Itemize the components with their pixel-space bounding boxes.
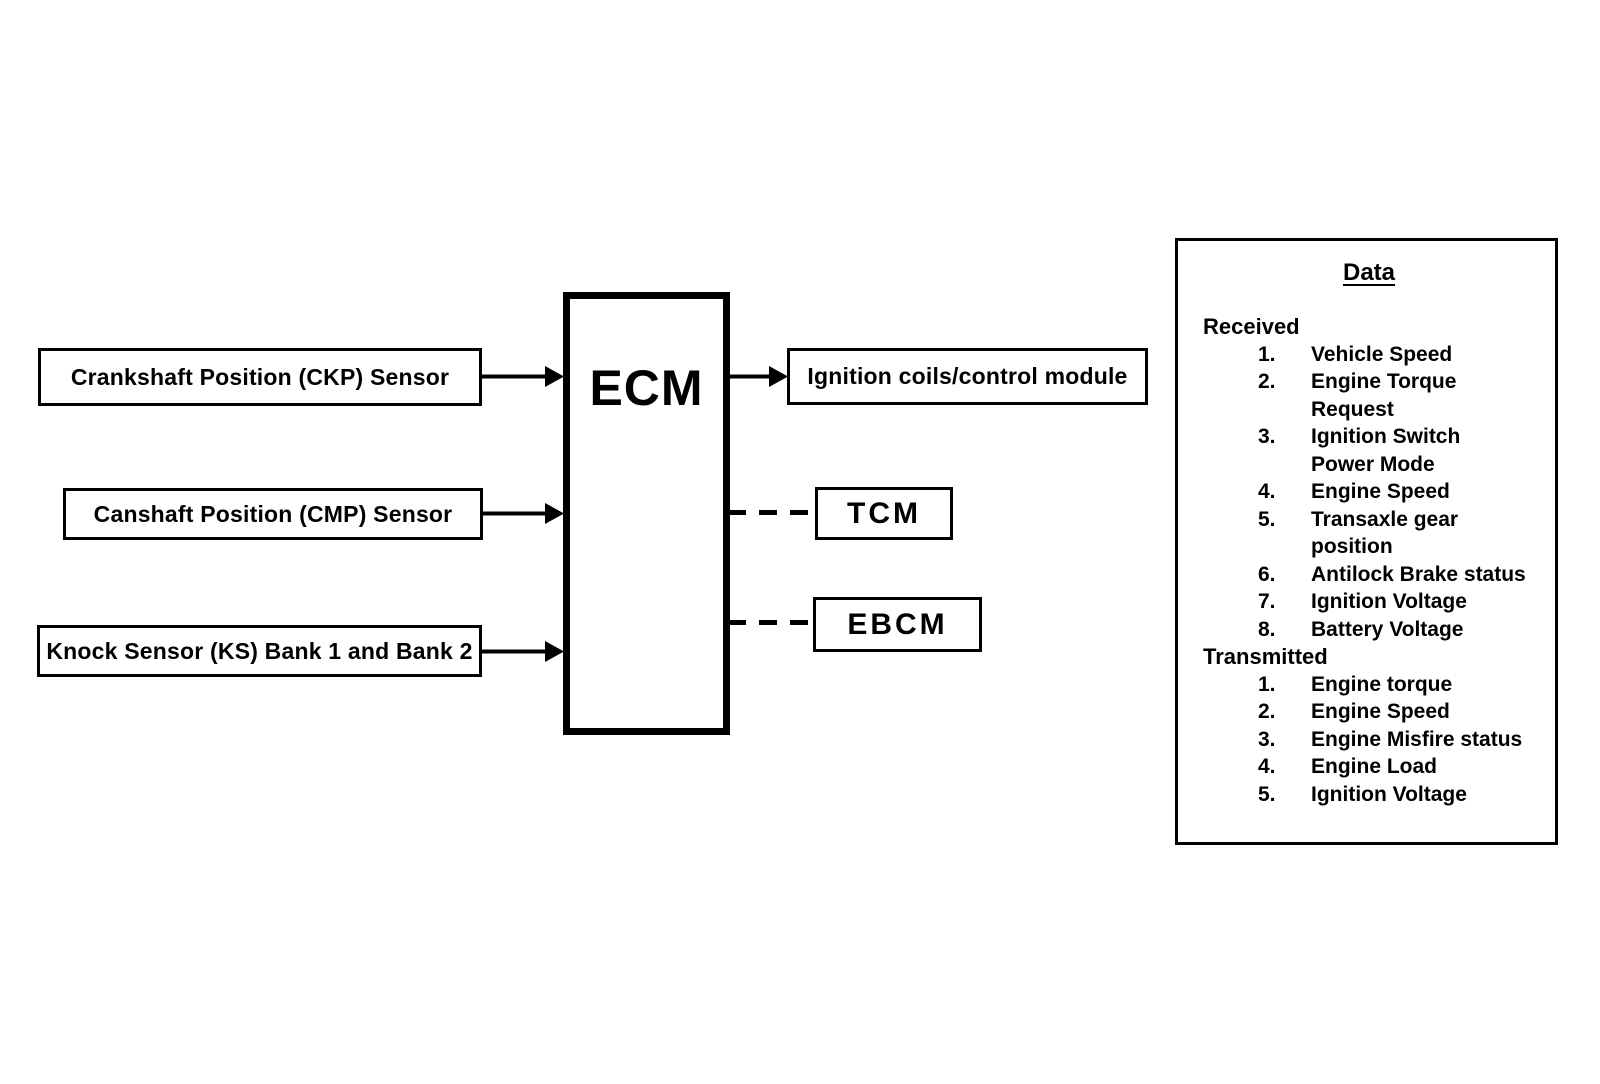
list-item-text: Battery Voltage	[1311, 617, 1464, 641]
list-item-number: 3.	[1258, 425, 1276, 448]
arrowhead-ckp	[545, 366, 564, 387]
list-item-text: Ignition Voltage	[1311, 590, 1467, 613]
node-label: EBCM	[847, 607, 948, 641]
list-item-text: Ignition Voltage	[1311, 782, 1467, 806]
list-item-number: 5.	[1258, 507, 1276, 531]
list-item-text: Ignition Switch Power Mode	[1311, 425, 1461, 476]
list-item-text: Engine Load	[1311, 755, 1437, 778]
list-item-text: Engine Speed	[1311, 480, 1450, 503]
node-ignition-coils-control-module: Ignition coils/control module	[787, 348, 1148, 405]
list-item-number: 3.	[1258, 727, 1276, 751]
list-item-number: 5.	[1258, 782, 1276, 806]
list-item: 2. Engine Torque Request	[1203, 368, 1535, 423]
node-label: Crankshaft Position (CKP) Sensor	[70, 363, 450, 390]
list-item: 7. Ignition Voltage	[1203, 588, 1535, 616]
arrowhead-ks	[545, 641, 564, 662]
node-crankshaft-position-sensor: Crankshaft Position (CKP) Sensor	[38, 348, 482, 406]
list-item: 5. Transaxle gear position	[1203, 506, 1535, 561]
transmitted-section-label: Transmitted	[1203, 644, 1328, 669]
arrowhead-cmp	[545, 503, 564, 524]
node-knock-sensor: Knock Sensor (KS) Bank 1 and Bank 2	[37, 625, 482, 677]
node-ebcm: EBCM	[813, 597, 982, 652]
node-ecm: ECM	[563, 292, 730, 735]
list-item-text: Vehicle Speed	[1311, 342, 1453, 366]
list-item-text: Engine Torque Request	[1311, 370, 1457, 421]
list-item: 5. Ignition Voltage	[1203, 781, 1535, 809]
list-item-number: 1.	[1258, 342, 1276, 366]
node-label: Canshaft Position (CMP) Sensor	[93, 500, 453, 527]
list-item-number: 4.	[1258, 755, 1276, 778]
list-item-number: 2.	[1258, 700, 1276, 723]
list-item-number: 2.	[1258, 370, 1276, 393]
transmitted-list: 1. Engine torque 2. Engine Speed 3. Engine Mi…	[1203, 671, 1535, 809]
node-label: ECM	[589, 360, 704, 416]
list-item: 3. Ignition Switch Power Mode	[1203, 423, 1535, 478]
list-item-number: 6.	[1258, 562, 1276, 586]
list-item-number: 1.	[1258, 672, 1276, 696]
list-item-text: Engine Speed	[1311, 700, 1450, 723]
list-item-number: 4.	[1258, 480, 1276, 503]
list-item-text: Engine Misfire status	[1311, 727, 1523, 751]
data-panel: Data Received 1. Vehicle Speed 2. Engine To…	[1175, 238, 1558, 845]
list-item: 3. Engine Misfire status	[1203, 726, 1535, 754]
list-item: 2. Engine Speed	[1203, 698, 1535, 726]
list-item-text: Transaxle gear position	[1311, 507, 1459, 559]
node-label: TCM	[847, 496, 921, 530]
list-item: 1. Vehicle Speed	[1203, 341, 1535, 369]
node-label: Ignition coils/control module	[807, 363, 1128, 389]
list-item-text: Antilock Brake status	[1311, 562, 1526, 586]
list-item: 8. Battery Voltage	[1203, 616, 1535, 644]
data-panel-title: Data	[1342, 259, 1396, 286]
list-item-number: 7.	[1258, 590, 1276, 613]
list-item-number: 8.	[1258, 617, 1276, 641]
list-item: 4. Engine Load	[1203, 753, 1535, 781]
list-item: 4. Engine Speed	[1203, 478, 1535, 506]
node-camshaft-position-sensor: Canshaft Position (CMP) Sensor	[63, 488, 483, 540]
node-tcm: TCM	[815, 487, 953, 540]
list-item-text: Engine torque	[1311, 672, 1453, 696]
arrowhead-ignition	[769, 366, 788, 387]
list-item: 1. Engine torque	[1203, 671, 1535, 699]
node-label: Knock Sensor (KS) Bank 1 and Bank 2	[46, 637, 473, 664]
received-section-label: Received	[1203, 314, 1300, 339]
list-item: 6. Antilock Brake status	[1203, 561, 1535, 589]
